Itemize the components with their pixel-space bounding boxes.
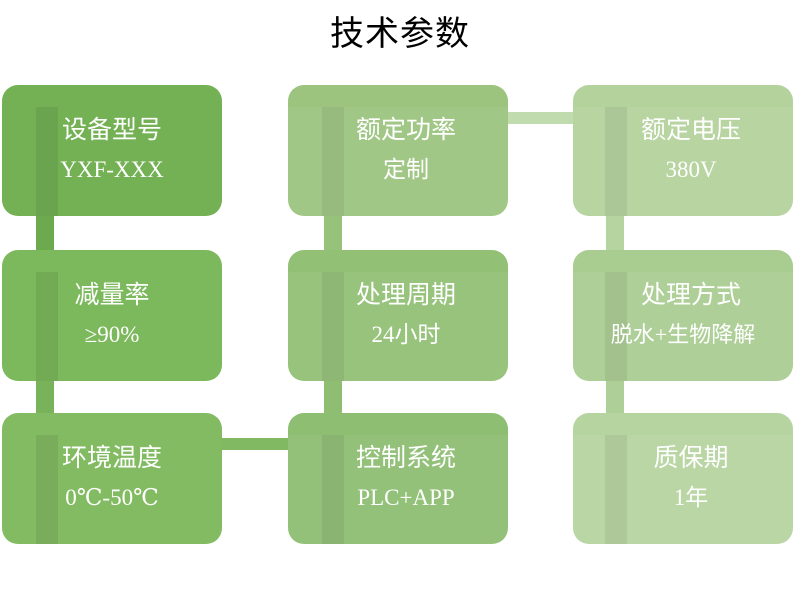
param-card-rated-voltage[interactable]: 额定电压 380V [573, 85, 793, 216]
card-wash-overlay [288, 272, 508, 381]
param-label: 处理方式 [640, 282, 741, 309]
param-value: PLC+APP [357, 485, 455, 510]
param-label: 处理周期 [355, 282, 456, 309]
card-wash-overlay [573, 272, 793, 381]
param-label: 额定电压 [640, 117, 741, 144]
param-value: ≥90% [84, 322, 140, 347]
param-label: 控制系统 [355, 445, 456, 472]
card-wash-overlay [288, 107, 508, 216]
param-label: 额定功率 [355, 117, 456, 144]
card-wash-overlay [288, 435, 508, 544]
param-card-equipment-model[interactable]: 设备型号 YXF-XXX [2, 85, 222, 216]
param-card-warranty-period[interactable]: 质保期 1年 [573, 413, 793, 544]
card-accent-band [322, 107, 344, 216]
param-label: 减量率 [74, 282, 150, 309]
param-value: 24小时 [371, 322, 441, 347]
param-value: 380V [665, 157, 717, 182]
card-accent-band [36, 435, 58, 544]
param-label: 质保期 [653, 445, 729, 472]
page-title: 技术参数 [330, 16, 470, 53]
param-label: 环境温度 [61, 445, 162, 472]
card-wash-overlay [573, 107, 793, 216]
card-accent-band [322, 435, 344, 544]
card-accent-band [605, 107, 627, 216]
card-accent-band [36, 107, 58, 216]
param-card-treatment-method[interactable]: 处理方式 脱水+生物降解 [573, 250, 793, 381]
card-accent-band [36, 272, 58, 381]
param-value: YXF-XXX [60, 157, 164, 182]
param-value: 0℃-50℃ [65, 485, 159, 510]
card-wash-overlay [573, 435, 793, 544]
param-card-ambient-temperature[interactable]: 环境温度 0℃-50℃ [2, 413, 222, 544]
param-card-treatment-cycle[interactable]: 处理周期 24小时 [288, 250, 508, 381]
card-accent-band [605, 272, 627, 381]
param-card-rated-power[interactable]: 额定功率 定制 [288, 85, 508, 216]
param-card-control-system[interactable]: 控制系统 PLC+APP [288, 413, 508, 544]
card-accent-band [322, 272, 344, 381]
param-card-reduction-rate[interactable]: 减量率 ≥90% [2, 250, 222, 381]
card-accent-band [605, 435, 627, 544]
param-label: 设备型号 [61, 117, 162, 144]
param-value: 脱水+生物降解 [610, 322, 756, 347]
param-value: 定制 [383, 157, 429, 182]
param-value: 1年 [673, 485, 709, 510]
